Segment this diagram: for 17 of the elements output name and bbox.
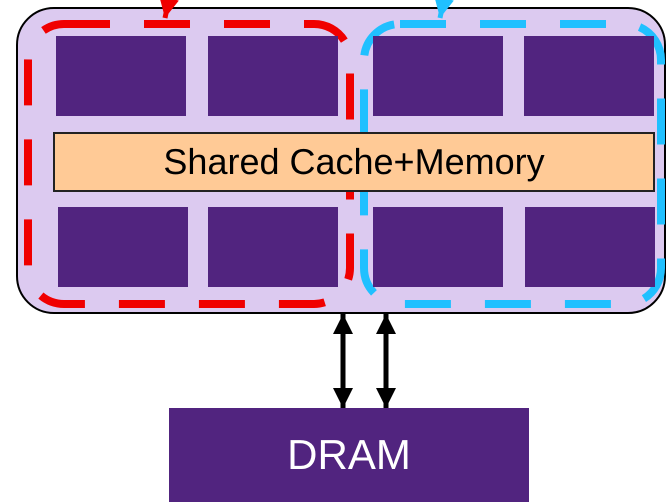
cache-box <box>53 132 655 192</box>
core-box <box>373 36 503 116</box>
core-box <box>56 36 186 116</box>
chip-box <box>16 7 666 314</box>
box-label: DRAM <box>287 431 411 479</box>
core-box <box>525 207 655 287</box>
memory-box <box>169 408 529 502</box>
arrow <box>434 0 454 19</box>
core-box <box>208 36 338 116</box>
arrow <box>333 314 353 408</box>
core-box <box>524 36 654 116</box>
core-box <box>208 207 338 287</box>
box-label: Shared Cache+Memory <box>163 141 545 183</box>
core-box <box>373 207 503 287</box>
core-box <box>58 207 188 287</box>
arrow <box>159 0 179 19</box>
arrow <box>376 314 396 408</box>
